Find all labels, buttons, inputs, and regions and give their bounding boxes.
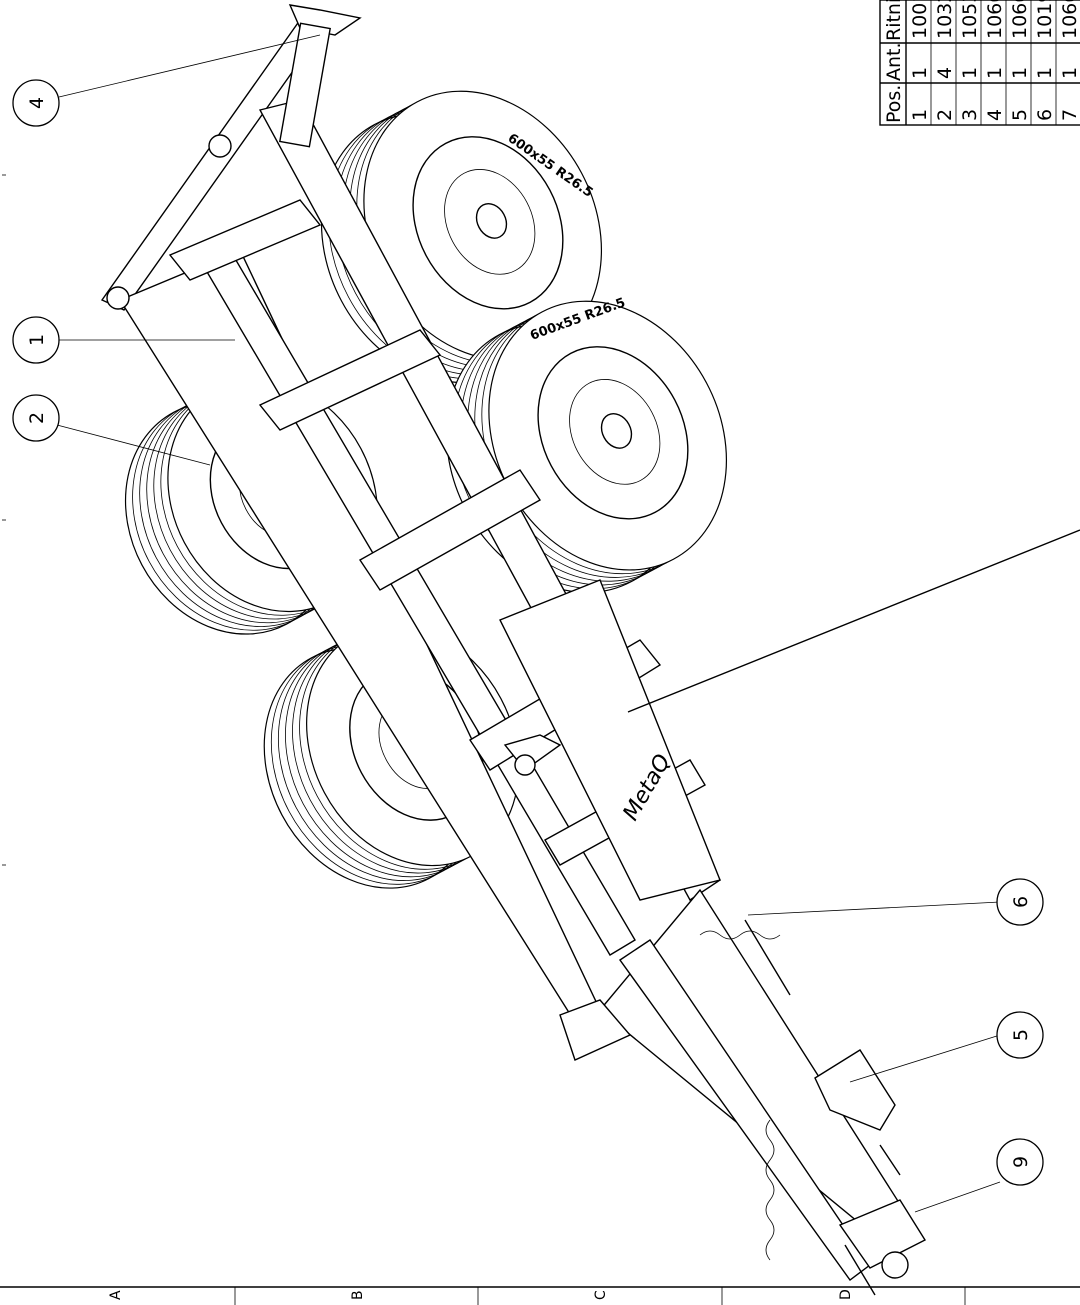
- bom-header-pos: Pos.: [883, 85, 905, 123]
- bom-row-ritning: 105366: [959, 0, 981, 39]
- leader-line-6: [747, 901, 1001, 916]
- bom-row-ant: 1: [1009, 67, 1031, 79]
- bom-row-ant: 1: [959, 67, 981, 79]
- bom-row-pos: 5: [1009, 109, 1031, 121]
- balloon-number: 2: [26, 412, 48, 424]
- bom-row-ritning: 106637: [984, 0, 1006, 39]
- balloon-6: 6: [996, 878, 1044, 926]
- bom-row-pos: 6: [1034, 109, 1056, 121]
- bom-row-ritning: 101957: [1034, 0, 1056, 39]
- leader-line-2: [56, 424, 211, 466]
- bom-row-pos: 3: [959, 109, 981, 121]
- bom-row-ant: 1: [984, 67, 1006, 79]
- leader-line-5: [849, 1034, 1001, 1083]
- drawing-border: [0, 174, 1080, 1305]
- bom-row-ritning: 1066: [1059, 0, 1080, 39]
- balloon-2: 2: [12, 394, 60, 442]
- bom-row-pos: 1: [909, 109, 931, 121]
- bom-row-ant: 4: [934, 67, 956, 79]
- bom-header-ant: Ant.: [883, 42, 905, 81]
- leader-line-view: [627, 529, 1080, 713]
- bom-row-ritning: 100147: [909, 0, 931, 39]
- balloon-number: 5: [1010, 1029, 1032, 1041]
- balloon-number: 9: [1010, 1156, 1032, 1168]
- leader-line-9: [914, 1181, 1001, 1213]
- balloon-number: 6: [1010, 896, 1032, 908]
- zone-letter-b: B: [350, 1290, 366, 1300]
- zone-letter-d: D: [838, 1289, 854, 1300]
- bom-table-frame: [879, 0, 1080, 126]
- balloon-9: 9: [996, 1138, 1044, 1186]
- bom-row-ant: 1: [1059, 67, 1080, 79]
- leader-lines: [56, 34, 1080, 1213]
- balloon-4: 4: [12, 79, 60, 127]
- bom-header-ritning: Ritnings #: [883, 0, 905, 41]
- balloon-number: 4: [26, 97, 48, 109]
- bom-row-ant: 1: [1034, 67, 1056, 79]
- zone-letter-a: A: [108, 1290, 124, 1300]
- leader-line-4: [58, 34, 321, 98]
- bom-row-ritning: 103275: [934, 0, 956, 39]
- bom-row-pos: 7: [1059, 109, 1080, 121]
- bom-row-pos: 2: [934, 109, 956, 121]
- bom-row-pos: 4: [984, 109, 1006, 121]
- bom-row-ant: 1: [909, 67, 931, 79]
- zone-letter-c: C: [593, 1290, 609, 1300]
- balloon-number: 1: [26, 334, 48, 346]
- balloon-5: 5: [996, 1011, 1044, 1059]
- bom-row-ritning: 106634: [1009, 0, 1031, 39]
- balloon-1: 1: [12, 316, 60, 364]
- zone-letters: A B C D: [108, 1289, 854, 1300]
- trailer-frame: [100, 4, 926, 1296]
- bom-table: Pos. Ant. Ritnings # 1 1 100147 2 4 1032…: [879, 0, 1080, 126]
